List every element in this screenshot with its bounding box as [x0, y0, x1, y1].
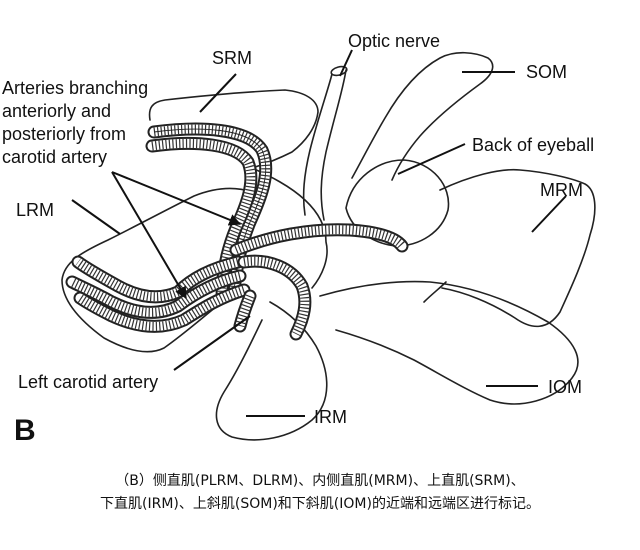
lrm-leader [71, 199, 121, 235]
arteries-label-line3: posteriorly from [2, 124, 126, 144]
leader-lines [71, 49, 567, 417]
left-carotid-leader [173, 315, 251, 371]
mrm-muscle-shape [439, 168, 596, 328]
arteries-arrow-anterior [111, 171, 187, 300]
srm-label: SRM [212, 48, 252, 68]
irm-muscle-shape [215, 301, 328, 441]
vessel-lrm-1-inner [73, 257, 243, 302]
mrm-label: MRM [540, 180, 583, 200]
optic-nerve-shape [302, 69, 347, 221]
vessel-irm-1-inner [239, 256, 310, 339]
arteries-label-line2: anteriorly and [2, 101, 111, 121]
vessel-lrm-3-hatch [77, 285, 246, 331]
lrm-label: LRM [16, 200, 54, 220]
carotid-artery-vessels [65, 122, 409, 341]
vessel-lrm-2-inner [67, 271, 245, 317]
arteries-label-line1: Arteries branching [2, 78, 148, 98]
srm-leader [199, 73, 237, 113]
vessel-mrm-branch-inner [231, 225, 407, 255]
eyeball-back-shape [345, 159, 450, 247]
labels: Optic nerve SRM SOM Back of eyeball MRM … [2, 31, 594, 447]
extraocular-muscle-diagram: Optic nerve SRM SOM Back of eyeball MRM … [2, 31, 596, 447]
left-carotid-artery-label: Left carotid artery [18, 372, 158, 392]
caption-line-1: （B）侧直肌(PLRM、DLRM)、内侧直肌(MRM)、上直肌(SRM)、 [115, 473, 525, 489]
caption-line-2: 下直肌(IRM)、上斜肌(SOM)和下斜肌(IOM)的近端和远端区进行标记。 [100, 496, 540, 512]
som-muscle-shape [351, 51, 494, 181]
irm-label: IRM [314, 407, 347, 427]
back-of-eyeball-leader [397, 143, 466, 175]
lrm-muscle-shape [61, 187, 253, 353]
som-label: SOM [526, 62, 567, 82]
optic-nerve-leader [339, 49, 353, 77]
figure-caption: （B）侧直肌(PLRM、DLRM)、内侧直肌(MRM)、上直肌(SRM)、 下直… [0, 470, 640, 516]
arteries-arrow-posterior [111, 171, 242, 226]
vessel-srm-2-hatch [151, 138, 256, 299]
mrm-iom-detail [423, 281, 447, 303]
srm-muscle-shape [148, 89, 319, 169]
back-of-eyeball-label: Back of eyeball [472, 135, 594, 155]
optic-nerve-label: Optic nerve [348, 31, 440, 51]
iom-muscle-shape [319, 280, 579, 405]
mrm-leader [531, 195, 567, 233]
arteries-label-line4: carotid artery [2, 147, 107, 167]
muscle-hub-shape [251, 167, 328, 289]
panel-letter: B [14, 414, 36, 447]
iom-label: IOM [548, 377, 582, 397]
